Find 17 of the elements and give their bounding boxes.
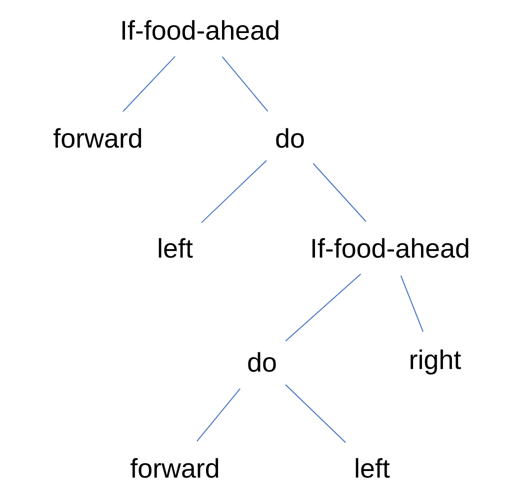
tree-node-label: If-food-ahead [122, 20, 278, 40]
tree-node-label: do [276, 128, 304, 148]
tree-branch-line [284, 384, 346, 443]
tree-branch-line [122, 56, 176, 112]
tree-branch-line [200, 160, 268, 224]
tree-node-label: forward [54, 128, 142, 148]
tree-node-label: left [356, 458, 390, 478]
tree-node-label: do [248, 352, 276, 372]
tree-branch-line [196, 388, 241, 442]
tree-node-label: forward [130, 458, 218, 478]
tree-branch-line [400, 275, 424, 332]
tree-branch-line [222, 56, 268, 112]
tree-node-label: If-food-ahead [312, 238, 468, 258]
tree-branch-line [312, 162, 366, 222]
tree-node-label: right [410, 349, 461, 375]
tree-branch-line [285, 274, 362, 342]
tree-node-label: left [158, 238, 193, 258]
